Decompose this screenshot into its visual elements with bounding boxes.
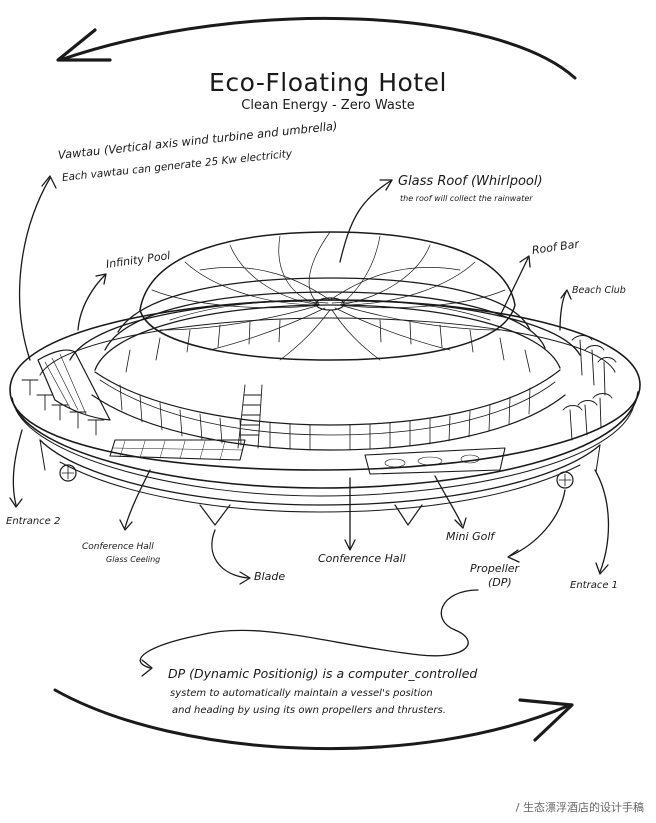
label-conference-hall: Conference Hall bbox=[318, 552, 406, 565]
conference-glass-ceiling bbox=[109, 439, 246, 461]
tier-3 bbox=[117, 277, 531, 333]
label-conference-hall-glass-1: Conference Hall bbox=[82, 542, 154, 552]
bottom-curved-arrow bbox=[53, 688, 572, 751]
mini-golf-arrow bbox=[434, 475, 463, 526]
label-beach-club: Beach Club bbox=[572, 285, 626, 296]
entrance-1-arrow bbox=[594, 469, 610, 573]
label-blade: Blade bbox=[254, 570, 286, 583]
label-entrance-1: Entrace 1 bbox=[570, 580, 619, 591]
glass-roof-lattice bbox=[151, 231, 506, 361]
vawtau-arrow bbox=[18, 177, 51, 361]
dp-note-line2: system to automatically maintain a vesse… bbox=[170, 688, 433, 699]
vawtau-turbines bbox=[21, 379, 105, 436]
entrance-2-arrow bbox=[12, 429, 23, 506]
outer-deck-lower bbox=[11, 391, 639, 489]
facade-grid bbox=[119, 319, 531, 451]
top-arrow-head bbox=[56, 28, 112, 62]
bottom-arrow-head bbox=[518, 698, 574, 742]
central-stairs bbox=[237, 384, 263, 449]
facade-band bbox=[94, 369, 561, 426]
propeller-right bbox=[556, 471, 574, 489]
mini-golf-area bbox=[364, 447, 506, 475]
tier-1 bbox=[94, 304, 561, 371]
dp-note-line3: and heading by using its own propellers … bbox=[172, 705, 446, 716]
watermark: / 生态漂浮酒店的设计手稿 bbox=[515, 801, 644, 814]
top-curved-arrow bbox=[58, 16, 577, 80]
blade-arrow bbox=[211, 529, 249, 579]
dp-connector bbox=[139, 589, 479, 669]
beach-club-palms bbox=[562, 335, 617, 441]
infinity-pool bbox=[37, 349, 111, 421]
propeller-arrow bbox=[509, 489, 566, 557]
glass-roof-arrow bbox=[339, 179, 393, 263]
blade-left bbox=[199, 504, 231, 526]
label-propeller-2: (DP) bbox=[488, 576, 512, 589]
glass-roof-dome bbox=[139, 231, 516, 361]
label-conference-hall-glass-2: Glass Ceeling bbox=[106, 555, 161, 564]
whirlpool-center bbox=[315, 297, 345, 311]
diagram-subtitle: Clean Energy - Zero Waste bbox=[241, 98, 415, 113]
propeller-left bbox=[59, 464, 77, 482]
roof-bar-arrow bbox=[499, 257, 529, 317]
label-propeller-1: Propeller bbox=[470, 562, 520, 575]
hull bbox=[39, 439, 601, 506]
blade-right bbox=[394, 504, 423, 526]
label-entrance-2: Entrance 2 bbox=[6, 516, 61, 527]
diagram-title: Eco-Floating Hotel bbox=[209, 68, 447, 97]
label-mini-golf: Mini Golf bbox=[446, 530, 495, 543]
outer-deck bbox=[9, 299, 641, 471]
label-glass-roof: Glass Roof (Whirlpool) bbox=[398, 174, 543, 189]
infinity-pool-arrow bbox=[77, 274, 106, 331]
label-glass-roof-note: the roof will collect the rainwater bbox=[400, 194, 533, 203]
conference-glass-arrow bbox=[124, 469, 151, 529]
dp-note-line1: DP (Dynamic Positionig) is a computer_co… bbox=[168, 666, 478, 681]
beach-club-arrow bbox=[559, 291, 567, 331]
